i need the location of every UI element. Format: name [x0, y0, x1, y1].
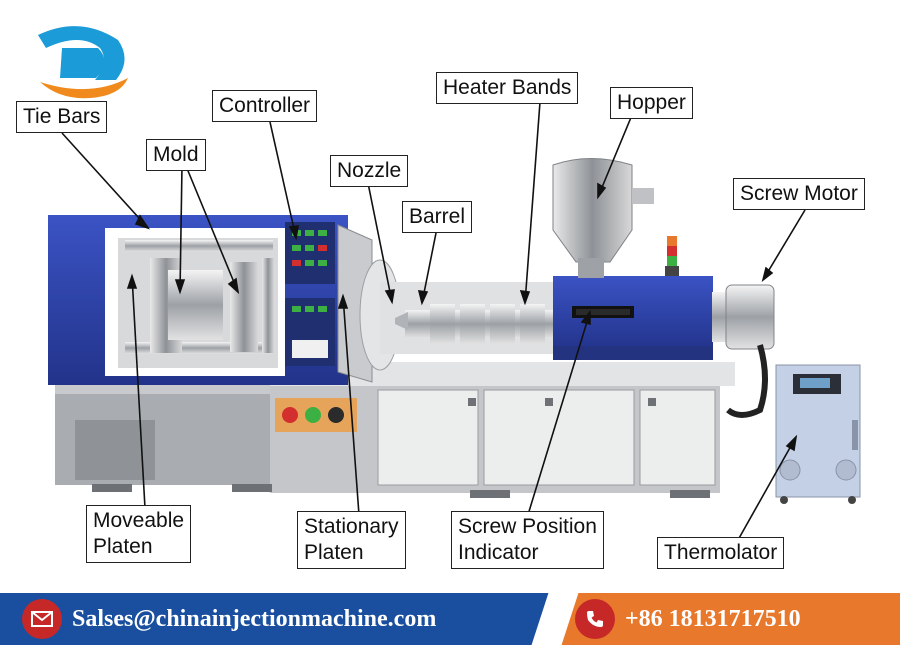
leader-lines: [61, 101, 806, 541]
label-stationary-platen: Stationary Platen: [297, 511, 406, 569]
label-heater-bands: Heater Bands: [436, 72, 579, 104]
signal-light: [665, 236, 679, 276]
label-moveable-platen: Moveable Platen: [86, 505, 192, 563]
label-hopper: Hopper: [610, 87, 693, 119]
label-controller: Controller: [212, 90, 318, 122]
phone-icon: [575, 599, 615, 639]
email-contact[interactable]: Salses@chinainjectionmachine.com: [22, 599, 436, 639]
envelope-icon: [22, 599, 62, 639]
label-thermolator: Thermolator: [657, 537, 785, 569]
injection-unit: [359, 259, 713, 371]
label-mold: Mold: [146, 139, 206, 171]
company-logo: [38, 26, 128, 99]
thermolator: [775, 364, 861, 504]
phone-contact[interactable]: +86 18131717510: [575, 599, 801, 639]
label-barrel: Barrel: [402, 201, 473, 233]
label-screw-motor: Screw Motor: [733, 178, 865, 210]
label-tie-bars: Tie Bars: [16, 101, 108, 133]
email-address[interactable]: Salses@chinainjectionmachine.com: [72, 605, 437, 632]
screw-motor: [712, 284, 775, 418]
hopper: [552, 158, 654, 278]
control-panel: [275, 222, 357, 432]
injection-machine-diagram: [38, 26, 861, 541]
footer-email-bar: [0, 593, 560, 645]
label-nozzle: Nozzle: [330, 155, 409, 187]
label-screw-position-indicator: Screw Position Indicator: [451, 511, 604, 569]
contact-footer: Salses@chinainjectionmachine.com +86 181…: [0, 593, 900, 645]
phone-number[interactable]: +86 18131717510: [625, 605, 801, 632]
